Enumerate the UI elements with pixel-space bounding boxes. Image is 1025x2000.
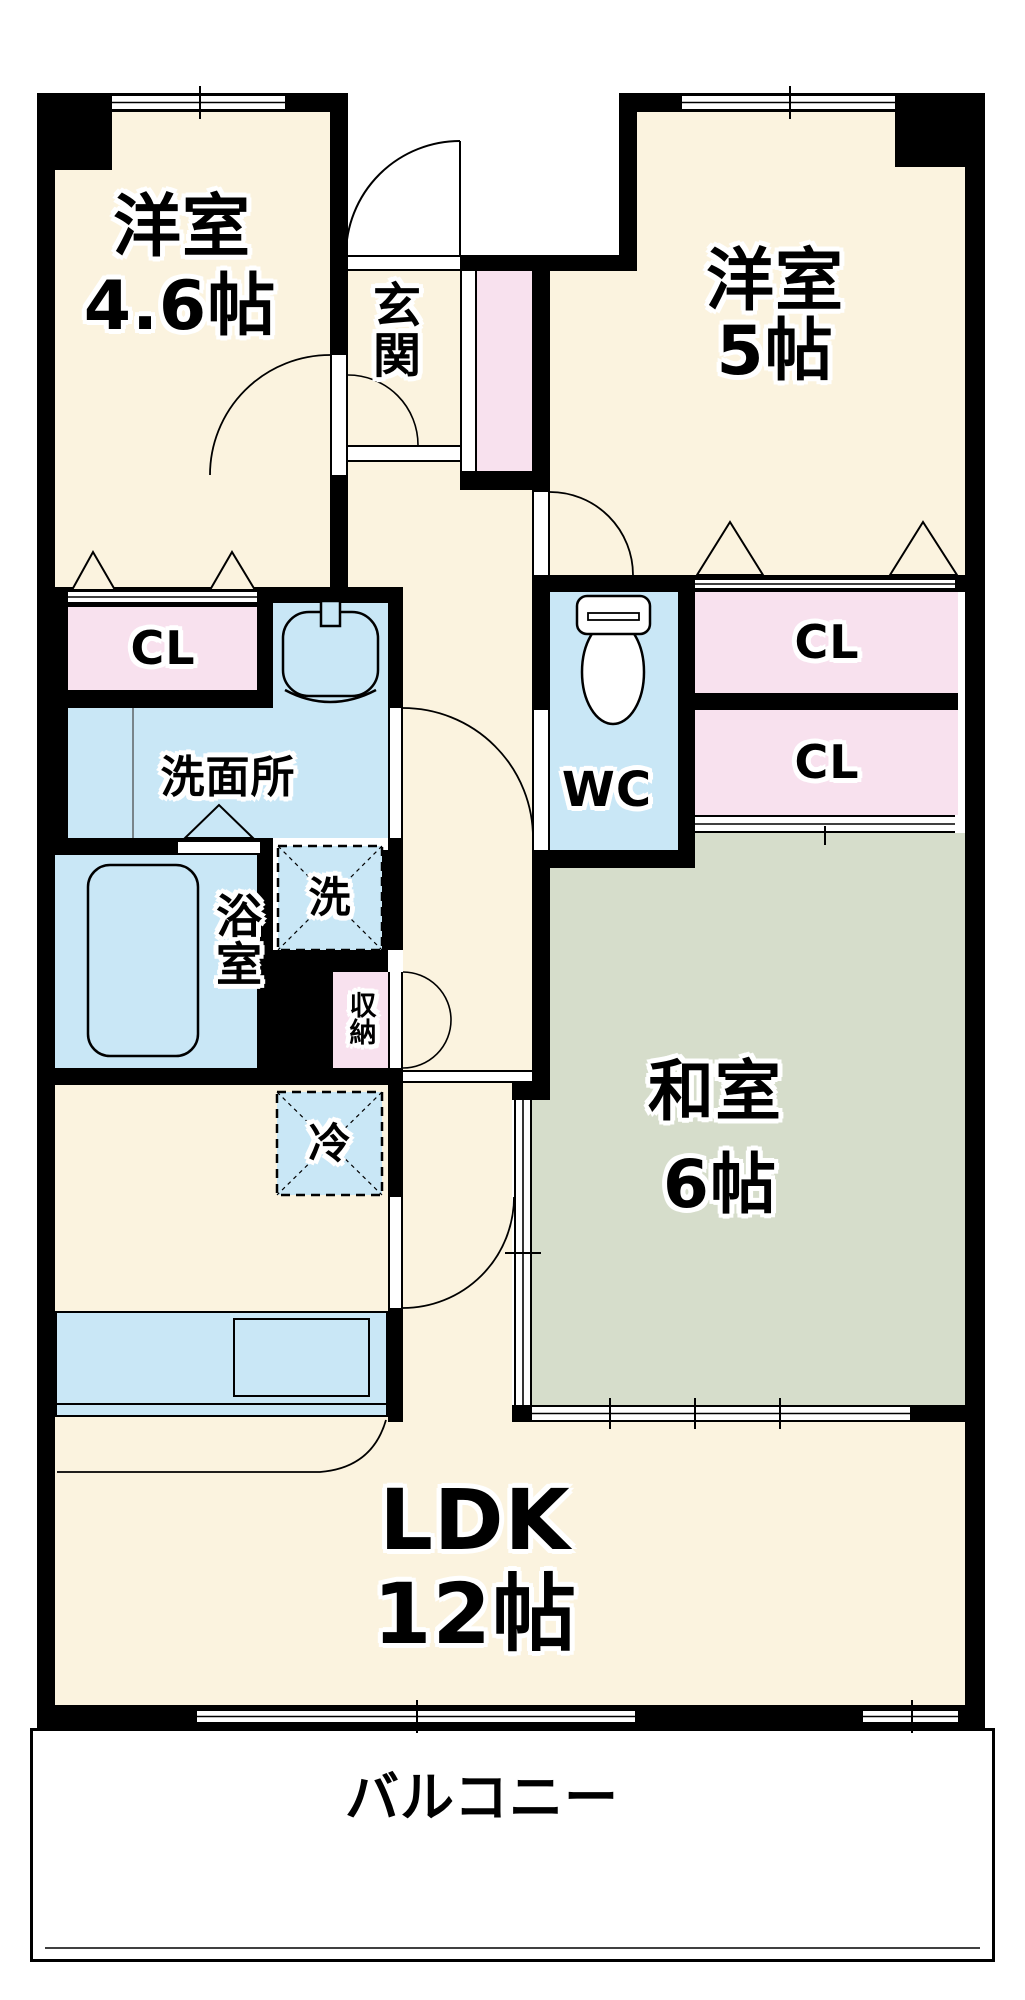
wall-closetleft-right: [257, 603, 273, 708]
kitchen-counter-edge-line: [57, 1403, 386, 1405]
ldk-size: 12帖: [373, 1565, 577, 1663]
closet-c-label: CL: [794, 735, 860, 789]
storage-label: 収納: [344, 991, 376, 1045]
door-swing-west1: [209, 354, 331, 476]
entrance-step-top: [348, 255, 460, 271]
wall-washroom-left: [55, 708, 68, 838]
door-gap-west1: [330, 355, 348, 475]
room-japanese-size: 6帖: [663, 1146, 777, 1223]
closet-b-label: CL: [794, 615, 860, 669]
shoe-cabinet-floor: [477, 271, 532, 471]
wall-nook-top: [257, 587, 403, 603]
corridor-lower-floor: [403, 577, 532, 1083]
balcony-deck: [30, 1728, 995, 1962]
room-japanese-floor: [550, 833, 965, 1405]
wall-closetleft-left: [55, 607, 68, 690]
washer-label: 洗: [308, 873, 352, 922]
closet-left-floor: [68, 607, 257, 690]
room-western2-floor: [550, 271, 965, 575]
wall-tatami-corner-br: [910, 1405, 965, 1422]
ldk-name: LDK: [379, 1471, 571, 1569]
fridge-box-icon: [275, 1090, 384, 1197]
washroom-label: 洗面所: [160, 752, 296, 803]
door-gap-wc: [532, 710, 550, 850]
wall-kitchen-divider-b: [388, 1308, 403, 1422]
fridge-label: 冷: [308, 1119, 352, 1168]
wall-closetleft-bottom: [55, 690, 273, 708]
wall-kitchen-divider-a: [388, 1085, 403, 1197]
entrance-door-swing: [345, 140, 461, 256]
entrance-step-bottom: [348, 445, 460, 462]
room-western1-size: 4.6帖: [83, 267, 277, 346]
storage-floor: [333, 972, 388, 1068]
door-gap-washroom-south: [178, 840, 260, 855]
kitchen-counter: [55, 1311, 388, 1417]
window-ticks: [199, 86, 913, 1733]
door-gap-kitchen: [388, 1197, 403, 1308]
ldk-floor-mid: [403, 1083, 512, 1422]
door-swing-washroom: [402, 707, 534, 839]
room-western1-floor: [55, 112, 330, 590]
shoe-cabinet-door: [460, 271, 477, 471]
wall-right-outer: [965, 93, 985, 1728]
bathtub-icon: [86, 863, 200, 1058]
wall-washer-right: [382, 850, 403, 950]
washbasin-icon: [281, 599, 380, 704]
wall-top-b: [637, 93, 682, 112]
room-japanese-floor-sliver: [532, 1085, 550, 1405]
wall-duct-chunk: [273, 950, 333, 1068]
room-western2-size: 5帖: [716, 312, 834, 391]
entrance-floor: [348, 271, 460, 445]
closet-triangles: [70, 520, 959, 839]
room-western2-name: 洋室: [705, 242, 845, 321]
wall-bath-right: [257, 855, 273, 1068]
wall-spine: [532, 255, 550, 1085]
door-gap-west2: [532, 492, 550, 575]
wall-topleft-corner: [37, 93, 112, 170]
wc-label: WC: [561, 762, 653, 818]
kitchen-sink: [233, 1318, 370, 1397]
wall-storage-top: [333, 950, 388, 972]
room-western1-name: 洋室: [112, 188, 252, 267]
closet-c-floor: [695, 710, 958, 815]
wall-between-closets: [695, 693, 958, 710]
wall-wc-right: [678, 592, 695, 868]
door-swing-kitchen: [402, 1196, 515, 1309]
wall-mid-bottom: [37, 1068, 403, 1085]
door-swing-west2: [549, 491, 634, 576]
closet-left-label: CL: [130, 621, 196, 675]
ldk-floor-bottom: [388, 1422, 965, 1705]
closet-b-floor: [695, 592, 958, 693]
wall-wc-bottom: [532, 850, 695, 868]
door-swing-entrance-hall: [347, 374, 419, 446]
bathroom-label: 浴室: [209, 892, 263, 988]
entrance-label: 玄関: [364, 280, 420, 380]
storage-door-swing-upper: [402, 971, 452, 1021]
toilet-icon: [575, 594, 652, 726]
door-gap-washroom-east: [388, 708, 403, 838]
wall-entry-recess-right: [619, 93, 637, 271]
storage-door-swing-lower: [402, 1019, 452, 1069]
balcony-label: バルコニー: [345, 1766, 619, 1829]
storage-door: [388, 972, 403, 1068]
kitchen-zone-line: [57, 1419, 387, 1473]
wall-left-outer: [37, 93, 55, 1728]
hall-ldk-threshold: [403, 1070, 532, 1083]
room-japanese-name: 和室: [648, 1053, 782, 1130]
wall-shoecab-bottom: [460, 471, 550, 490]
washer-box-icon: [276, 844, 384, 952]
